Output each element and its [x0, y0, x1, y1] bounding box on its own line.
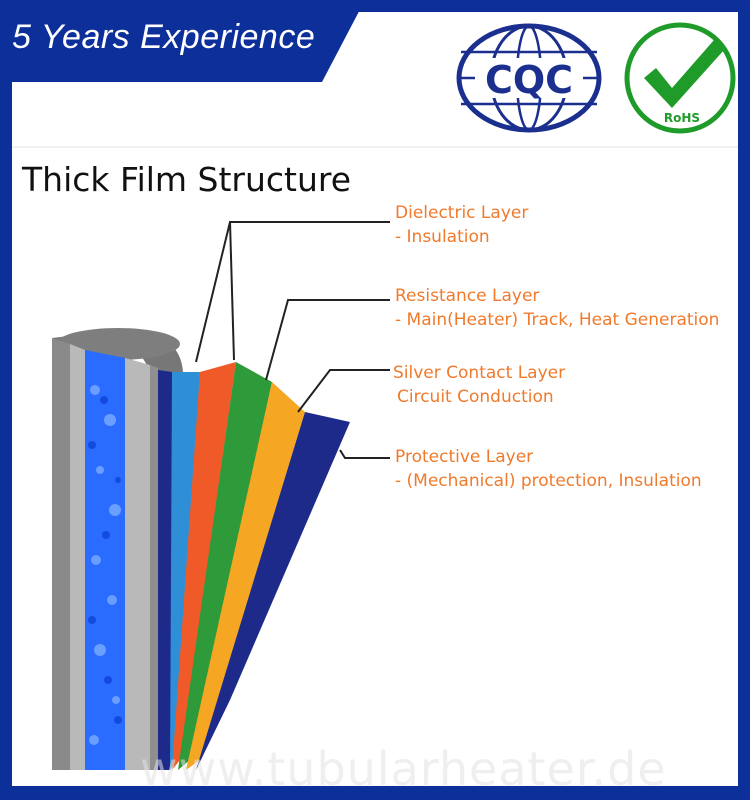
- banner-shape: [0, 0, 365, 82]
- water-flow: [85, 350, 125, 770]
- dielectric-layer: [170, 372, 200, 770]
- layer-desc: - (Mechanical) protection, Insulation: [395, 471, 702, 491]
- extra-layer: [186, 382, 305, 770]
- layer-name: Dielectric Layer: [395, 203, 529, 223]
- film-layers: [158, 362, 350, 770]
- diagram-title: Thick Film Structure: [22, 160, 352, 199]
- cqc-logo-text: CQC: [485, 58, 573, 102]
- callout-protective: Protective Layer - (Mechanical) protecti…: [395, 445, 702, 493]
- layer-desc: - Main(Heater) Track, Heat Generation: [395, 310, 720, 330]
- heater-tube: [52, 328, 183, 770]
- layer-name: Silver Contact Layer: [393, 363, 566, 383]
- layer-name: Resistance Layer: [395, 286, 540, 306]
- resistance-layer: [172, 362, 236, 770]
- callout-dielectric: Dielectric Layer - Insulation: [395, 201, 528, 249]
- callout-lines: [195, 221, 390, 459]
- callout-silver-contact: Silver Contact Layer Circuit Conduction: [393, 361, 565, 409]
- silver-contact-layer: [178, 362, 272, 770]
- cqc-logo: CQC: [456, 23, 602, 133]
- rohs-logo-text: RoHS: [664, 111, 700, 125]
- banner-title: 5 Years Experience: [12, 18, 316, 56]
- layer-desc: Circuit Conduction: [397, 387, 554, 407]
- callout-resistance: Resistance Layer - Main(Heater) Track, H…: [395, 284, 719, 332]
- watermark-text: www.tubularheater.de: [140, 742, 667, 796]
- layer-name: Protective Layer: [395, 447, 534, 467]
- checkmark-icon: [644, 40, 724, 108]
- layer-desc: - Insulation: [395, 227, 490, 247]
- rohs-logo: RoHS: [624, 22, 736, 134]
- protective-layer: [196, 412, 350, 770]
